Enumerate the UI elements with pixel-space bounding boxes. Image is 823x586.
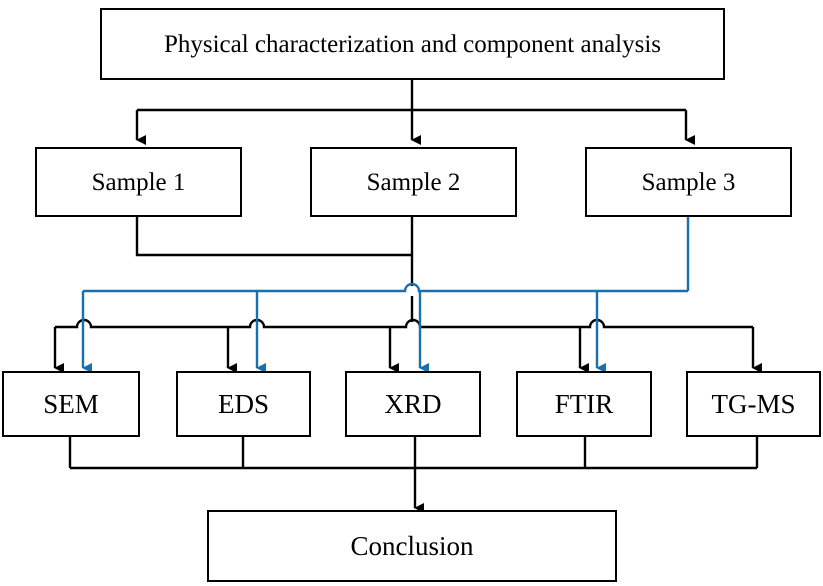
node-sample-2-label: Sample 2 [366, 168, 461, 196]
node-method-xrd-label: XRD [384, 388, 442, 419]
node-method-ftir: FTIR [516, 371, 652, 437]
edge-sample-1-merge [135, 217, 412, 257]
node-method-tgms-label: TG-MS [711, 388, 796, 419]
node-sample-3-label: Sample 3 [641, 168, 736, 196]
node-sample-3: Sample 3 [585, 147, 792, 217]
node-method-xrd: XRD [345, 371, 481, 437]
black-method-bus [55, 318, 753, 329]
node-sample-1: Sample 1 [35, 147, 242, 217]
node-method-eds: EDS [176, 371, 311, 437]
node-sample-1-label: Sample 1 [91, 168, 186, 196]
node-sample-2: Sample 2 [310, 147, 517, 217]
node-conclusion: Conclusion [207, 510, 617, 582]
node-title: Physical characterization and component … [100, 8, 725, 80]
node-method-sem-label: SEM [43, 388, 99, 419]
node-method-sem: SEM [2, 371, 140, 437]
node-method-ftir-label: FTIR [554, 388, 614, 419]
node-conclusion-label: Conclusion [350, 530, 474, 561]
blue-method-bus [83, 282, 688, 293]
node-method-eds-label: EDS [217, 388, 269, 419]
node-title-label: Physical characterization and component … [163, 30, 662, 58]
node-method-tgms: TG-MS [686, 371, 821, 437]
